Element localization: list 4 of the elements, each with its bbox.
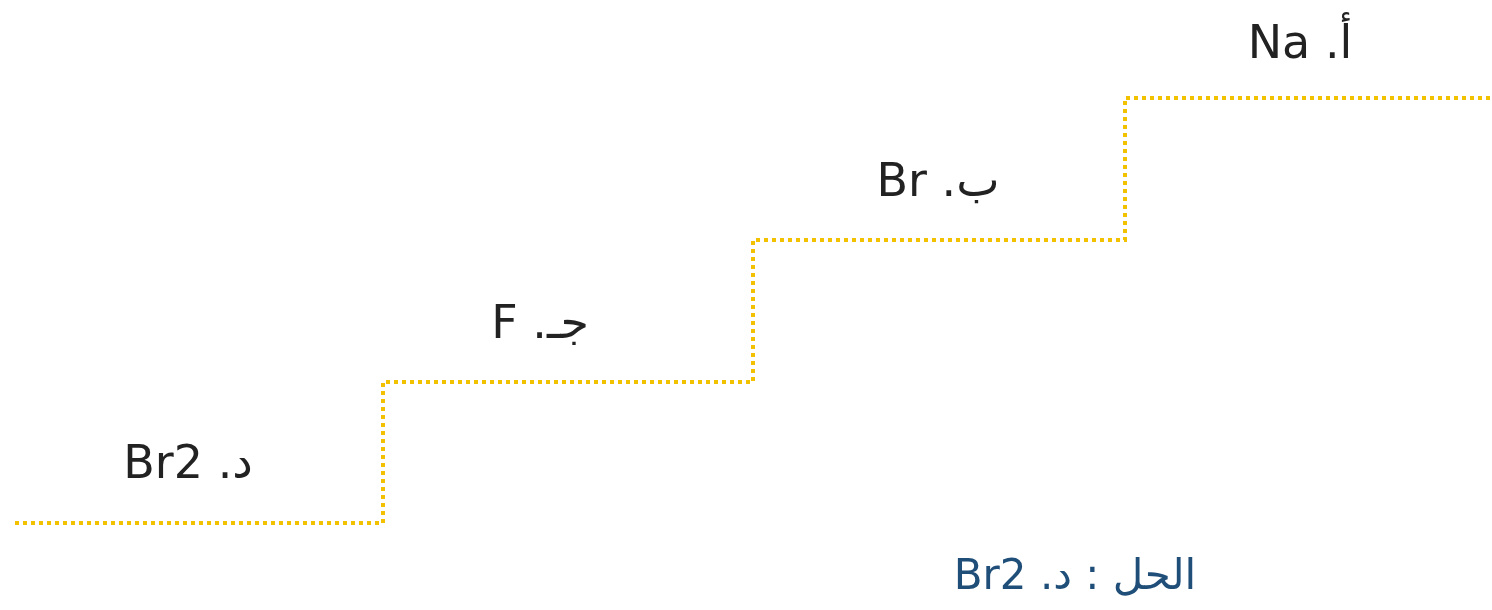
option-label: جـ. F bbox=[491, 296, 589, 348]
option-label: ب. Br bbox=[876, 154, 1000, 206]
answer-text: الحل : د. Br2 bbox=[953, 551, 1197, 599]
option-label: د. Br2 bbox=[123, 436, 253, 488]
